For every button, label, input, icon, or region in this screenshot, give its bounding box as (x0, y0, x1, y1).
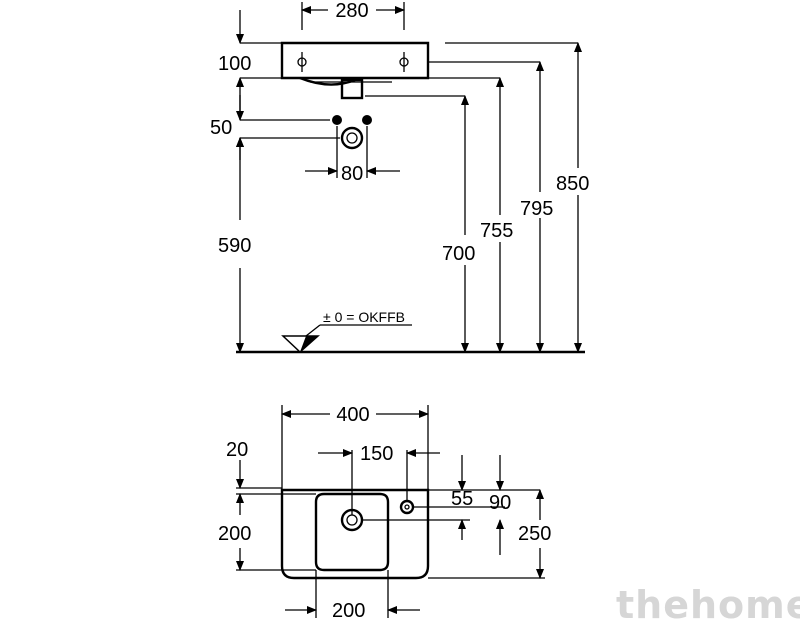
dim-width: 400 (336, 404, 369, 426)
side-view: 280 100 50 80 590 700 75 (210, 0, 589, 354)
basin-side-outline (280, 41, 430, 100)
dim-755: 755 (480, 220, 513, 242)
dim-tap-offset: 55 (451, 488, 473, 510)
dim-back-margin: 20 (226, 439, 248, 461)
bowl-outline (314, 492, 390, 572)
dim-hole-spacing: 80 (341, 163, 363, 185)
dim-waste-offset: 150 (360, 443, 393, 465)
dim-rim-height: 100 (218, 53, 251, 75)
plan-view: 400 150 20 200 55 90 250 (218, 402, 551, 622)
dim-width-top: 280 (335, 0, 368, 22)
waste-outlet-icon (340, 126, 364, 150)
dim-700: 700 (442, 243, 475, 265)
dim-795: 795 (520, 198, 553, 220)
dim-850: 850 (556, 173, 589, 195)
plan-tap-hole-icon (399, 499, 415, 515)
floor-label: ± 0 = OKFFB (323, 309, 405, 325)
dim-waste-height: 590 (218, 235, 251, 257)
dim-bowl-depth: 200 (218, 523, 251, 545)
dim-hole-offset: 50 (210, 117, 232, 139)
dim-bowl-width: 200 (332, 600, 365, 622)
basin-plan-outline (280, 488, 430, 580)
fixing-holes (332, 115, 372, 150)
dim-depth: 250 (518, 523, 551, 545)
dim-90: 90 (489, 492, 511, 514)
watermark: thehome (616, 583, 800, 627)
